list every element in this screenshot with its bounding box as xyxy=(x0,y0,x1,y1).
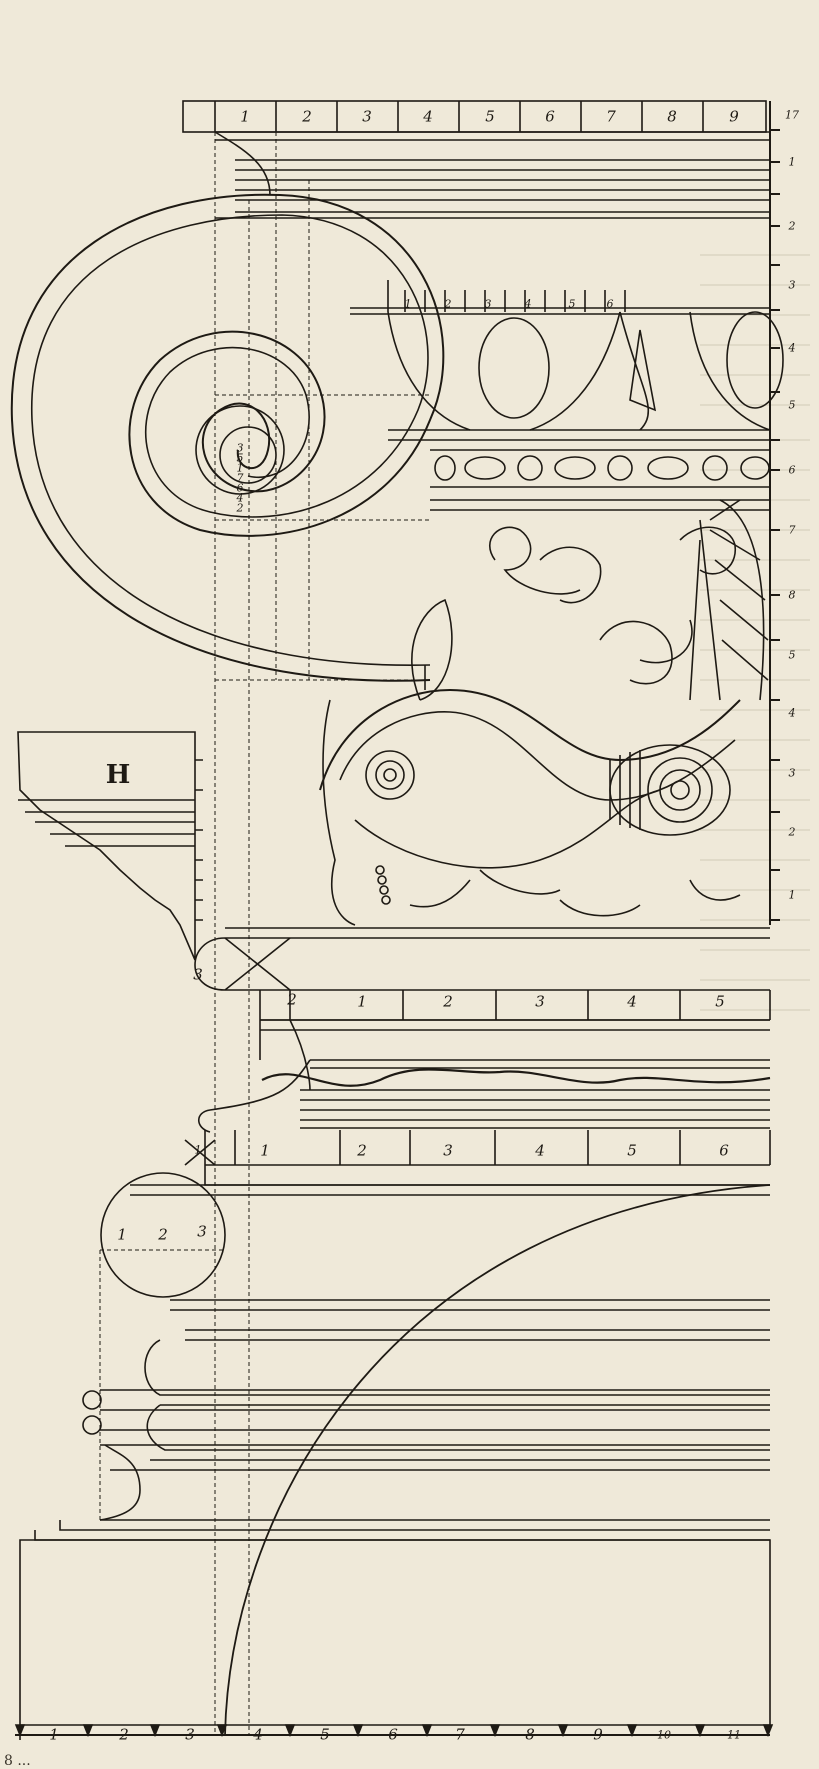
torus-label: 1 xyxy=(117,1225,127,1244)
egg-dart-mark: 2 xyxy=(444,297,452,311)
right-scale-label: 4 xyxy=(788,341,796,355)
top-scale-label: 8 xyxy=(667,107,677,126)
egg-dart-mark: 6 xyxy=(606,297,614,311)
bottom-scale-label: 8 xyxy=(525,1725,535,1744)
right-scale-label: 2 xyxy=(788,219,796,233)
bottom-scale-axis xyxy=(14,1724,774,1738)
torus-label: 2 xyxy=(158,1225,168,1244)
right-scale-label: 5 xyxy=(788,398,796,412)
top-scale-label: 6 xyxy=(545,107,555,126)
right-scale-label: 5 xyxy=(788,648,796,662)
abacus-letter-label: H xyxy=(105,760,131,790)
volute-eye-mark: 6 xyxy=(236,481,244,495)
band-label: 1 xyxy=(260,1141,270,1160)
bottom-scale-label: 11 xyxy=(727,1728,741,1742)
right-scale-axis xyxy=(769,101,780,925)
bottom-scale-label: 5 xyxy=(320,1725,330,1744)
right-scale-label: 8 xyxy=(788,588,796,602)
band-label: 1 xyxy=(357,992,367,1011)
echinus-band xyxy=(194,927,770,1091)
base-mouldings xyxy=(34,1172,770,1541)
right-scale-label: 3 xyxy=(788,766,796,780)
bottom-scale-label: 7 xyxy=(455,1725,465,1744)
right-scale-label: 1 xyxy=(788,888,796,902)
top-scale-label: 9 xyxy=(729,107,739,126)
acanthus-foliage xyxy=(319,499,769,926)
volute-eye-mark: 3 xyxy=(236,441,244,455)
volute-eye-mark: 1 xyxy=(236,461,244,475)
scotia-band xyxy=(184,990,771,1186)
volute-eye-mark: 4 xyxy=(236,491,244,505)
bottom-scale-label: 6 xyxy=(388,1725,398,1744)
right-scale-label: 17 xyxy=(785,108,799,122)
bottom-scale-label: 4 xyxy=(253,1725,263,1744)
band-label: 5 xyxy=(715,992,725,1011)
egg-dart-mark: 3 xyxy=(484,297,492,311)
band-label: 3 xyxy=(535,992,545,1011)
bottom-scale-label: 10 xyxy=(657,1728,671,1742)
plinth xyxy=(19,1539,771,1740)
volute-spiral xyxy=(10,193,445,690)
right-scale-label: 1 xyxy=(788,155,796,169)
egg-dart-mark: 5 xyxy=(568,297,576,311)
abacus-step-label: 3 xyxy=(193,965,203,984)
right-scale-label: 6 xyxy=(788,463,796,477)
construction-arc xyxy=(224,1184,771,1736)
egg-dart-mark: 1 xyxy=(404,297,412,311)
egg-dart-mark: 4 xyxy=(524,297,532,311)
torus-label: 3 xyxy=(197,1222,207,1241)
top-scale-label: 1 xyxy=(240,107,250,126)
bottom-scale-label: 9 xyxy=(593,1725,603,1744)
top-scale-label: 2 xyxy=(302,107,312,126)
band-label: 4 xyxy=(535,1141,545,1160)
band-label: 2 xyxy=(357,1141,367,1160)
right-scale-label: 7 xyxy=(788,523,796,537)
construction-lines xyxy=(214,132,430,1735)
top-scale-bar xyxy=(182,100,767,133)
top-scale-label: 3 xyxy=(362,107,372,126)
bottom-scale-label: 3 xyxy=(185,1725,195,1744)
band-label: 1 xyxy=(194,1143,202,1157)
band-label: 2 xyxy=(287,990,297,1009)
cornice-mouldings xyxy=(214,131,770,315)
band-label: 5 xyxy=(627,1141,637,1160)
bottom-scale-label: 2 xyxy=(119,1725,129,1744)
top-scale-label: 7 xyxy=(606,107,616,126)
right-scale-label: 4 xyxy=(788,706,796,720)
bottom-caption: 8 ... xyxy=(4,1753,31,1769)
volute-eye-mark: 7 xyxy=(236,471,244,485)
right-scale-label: 3 xyxy=(788,278,796,292)
band-label: 6 xyxy=(719,1141,729,1160)
top-scale-label: 5 xyxy=(485,107,495,126)
volute-eye-mark: 5 xyxy=(236,451,244,465)
bead-moulding xyxy=(430,449,770,511)
top-scale-label: 4 xyxy=(423,107,433,126)
bottom-scale-label: 1 xyxy=(49,1725,59,1744)
volute-eye-mark: 2 xyxy=(236,501,244,515)
right-scale-label: 2 xyxy=(788,825,796,839)
band-label: 3 xyxy=(443,1141,453,1160)
band-label: 4 xyxy=(627,992,637,1011)
band-label: 2 xyxy=(443,992,453,1011)
